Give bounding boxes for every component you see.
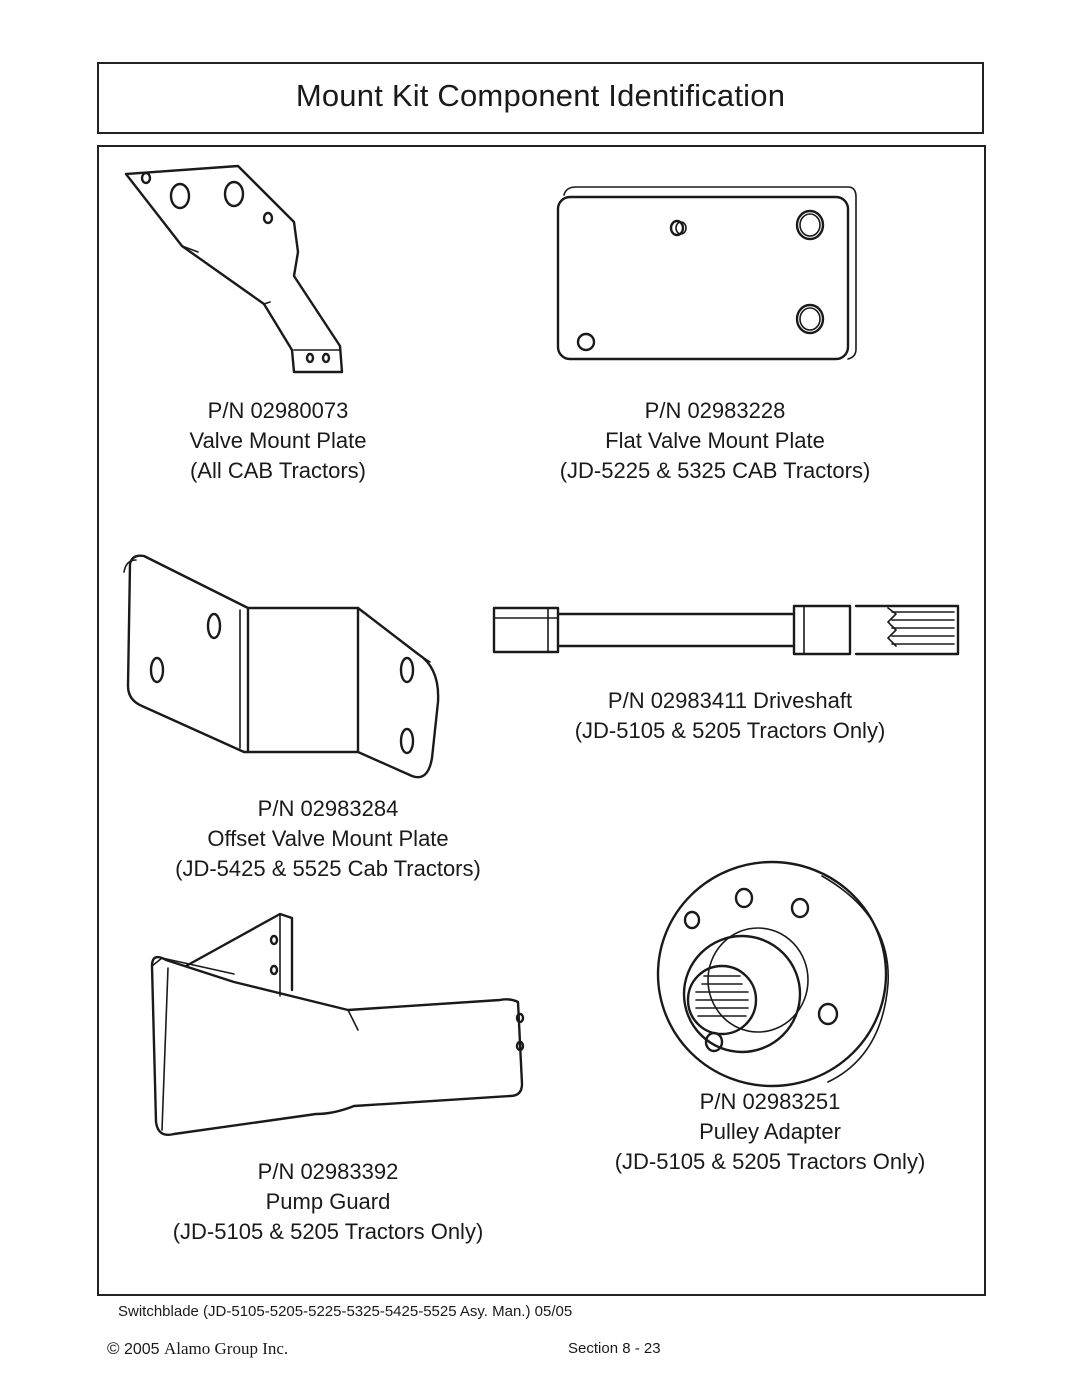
valve-mount-plate-drawing <box>124 164 344 374</box>
part-name: Pulley Adapter <box>699 1119 841 1144</box>
part-fitment: (JD-5105 & 5205 Tractors Only) <box>574 718 886 743</box>
part-number: P/N 02983411 Driveshaft <box>607 688 853 713</box>
part-name: Valve Mount Plate <box>189 428 367 453</box>
flat-valve-mount-plate-caption: P/N 02983228 Flat Valve Mount Plate (JD-… <box>520 396 910 486</box>
part-number: P/N 02980073 <box>207 398 349 423</box>
part-number: P/N 02983284 <box>257 796 399 821</box>
part-name: Flat Valve Mount Plate <box>605 428 825 453</box>
valve-mount-plate-caption: P/N 02980073 Valve Mount Plate (All CAB … <box>158 396 398 486</box>
part-number: P/N 02983392 <box>257 1159 399 1184</box>
title-box: Mount Kit Component Identification <box>97 62 984 134</box>
pump-guard-drawing <box>150 912 525 1136</box>
flat-valve-mount-plate-drawing <box>556 186 857 361</box>
copyright-year: 2005 <box>119 1341 165 1358</box>
pulley-adapter-drawing <box>656 860 889 1088</box>
part-fitment: (JD-5105 & 5205 Tractors Only) <box>172 1219 484 1244</box>
driveshaft-drawing <box>492 604 960 656</box>
copyright-symbol: © <box>107 1339 120 1358</box>
page-title: Mount Kit Component Identification <box>295 78 786 113</box>
part-fitment: (JD-5105 & 5205 Tractors Only) <box>614 1149 926 1174</box>
offset-valve-mount-plate-drawing <box>123 554 440 779</box>
part-number: P/N 02983228 <box>644 398 786 423</box>
part-number: P/N 02983251 <box>699 1089 841 1114</box>
section-number: Section 8 - 23 <box>568 1340 661 1357</box>
copyright-notice: © 2005 Alamo Group Inc. <box>107 1339 288 1359</box>
manual-reference: Switchblade (JD-5105-5205-5225-5325-5425… <box>118 1303 573 1320</box>
offset-valve-mount-plate-caption: P/N 02983284 Offset Valve Mount Plate (J… <box>138 794 518 884</box>
part-name: Pump Guard <box>265 1189 391 1214</box>
pulley-adapter-caption: P/N 02983251 Pulley Adapter (JD-5105 & 5… <box>580 1087 960 1177</box>
component-frame <box>97 145 986 1296</box>
copyright-org: Alamo Group Inc. <box>164 1339 289 1358</box>
pump-guard-caption: P/N 02983392 Pump Guard (JD-5105 & 5205 … <box>138 1157 518 1247</box>
part-name: Offset Valve Mount Plate <box>207 826 449 851</box>
part-fitment: (JD-5225 & 5325 CAB Tractors) <box>559 458 871 483</box>
part-fitment: (JD-5425 & 5525 Cab Tractors) <box>175 856 481 881</box>
part-fitment: (All CAB Tractors) <box>189 458 367 483</box>
driveshaft-caption: P/N 02983411 Driveshaft (JD-5105 & 5205 … <box>520 686 940 746</box>
